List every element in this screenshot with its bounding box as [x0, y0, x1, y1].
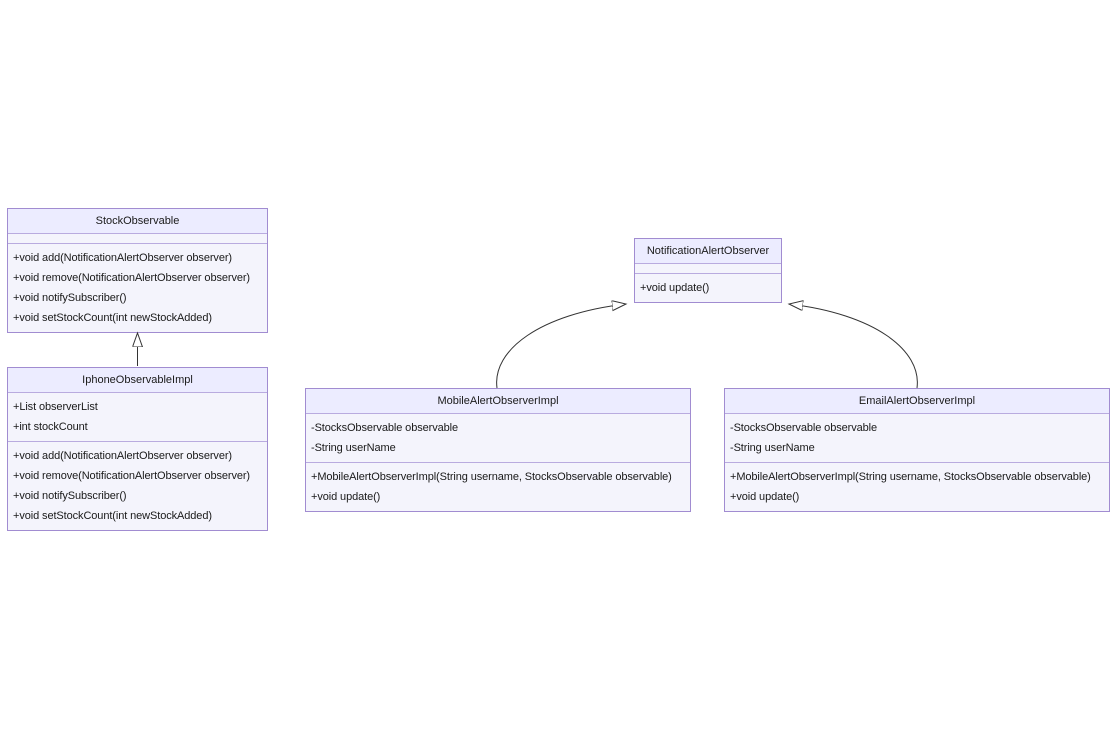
attributes-section: -StocksObservable observable -String use…	[306, 413, 690, 462]
method-row: +void add(NotificationAlertObserver obse…	[13, 252, 232, 264]
methods-section: +MobileAlertObserverImpl(String username…	[306, 462, 690, 511]
attributes-section: +List observerList +int stockCount	[8, 392, 267, 441]
method-row: +void remove(NotificationAlertObserver o…	[13, 272, 250, 284]
inheritance-arrow-mobile-to-notification	[496, 304, 626, 389]
method-row: +void setStockCount(int newStockAdded)	[13, 312, 212, 324]
inheritance-arrow-email-to-notification	[789, 304, 918, 389]
method-row: +void update()	[730, 491, 800, 503]
method-row: +void update()	[640, 282, 710, 294]
class-node-stock-observable: StockObservable +void add(NotificationAl…	[7, 208, 268, 333]
attribute-row: +int stockCount	[13, 421, 88, 433]
class-title: MobileAlertObserverImpl	[306, 389, 690, 413]
method-row: +void setStockCount(int newStockAdded)	[13, 510, 212, 522]
method-row: +MobileAlertObserverImpl(String username…	[730, 471, 1091, 483]
attributes-section: -StocksObservable observable -String use…	[725, 413, 1109, 462]
method-row: +void remove(NotificationAlertObserver o…	[13, 470, 250, 482]
method-row: +void notifySubscriber()	[13, 490, 127, 502]
methods-section: +void add(NotificationAlertObserver obse…	[8, 243, 267, 332]
class-title: EmailAlertObserverImpl	[725, 389, 1109, 413]
attributes-section	[8, 233, 267, 243]
attribute-row: -String userName	[311, 442, 396, 454]
method-row: +void add(NotificationAlertObserver obse…	[13, 450, 232, 462]
method-row: +MobileAlertObserverImpl(String username…	[311, 471, 672, 483]
class-node-mobile-alert-observer-impl: MobileAlertObserverImpl -StocksObservabl…	[305, 388, 691, 512]
class-node-iphone-observable-impl: IphoneObservableImpl +List observerList …	[7, 367, 268, 531]
methods-section: +MobileAlertObserverImpl(String username…	[725, 462, 1109, 511]
attribute-row: -StocksObservable observable	[730, 422, 877, 434]
attribute-row: -StocksObservable observable	[311, 422, 458, 434]
attribute-row: -String userName	[730, 442, 815, 454]
class-title: IphoneObservableImpl	[8, 368, 267, 392]
class-title: NotificationAlertObserver	[635, 239, 781, 263]
class-node-email-alert-observer-impl: EmailAlertObserverImpl -StocksObservable…	[724, 388, 1110, 512]
class-title: StockObservable	[8, 209, 267, 233]
methods-section: +void add(NotificationAlertObserver obse…	[8, 441, 267, 530]
method-row: +void notifySubscriber()	[13, 292, 127, 304]
attribute-row: +List observerList	[13, 401, 98, 413]
class-node-notification-alert-observer: NotificationAlertObserver +void update()	[634, 238, 782, 303]
attributes-section	[635, 263, 781, 273]
method-row: +void update()	[311, 491, 381, 503]
methods-section: +void update()	[635, 273, 781, 302]
